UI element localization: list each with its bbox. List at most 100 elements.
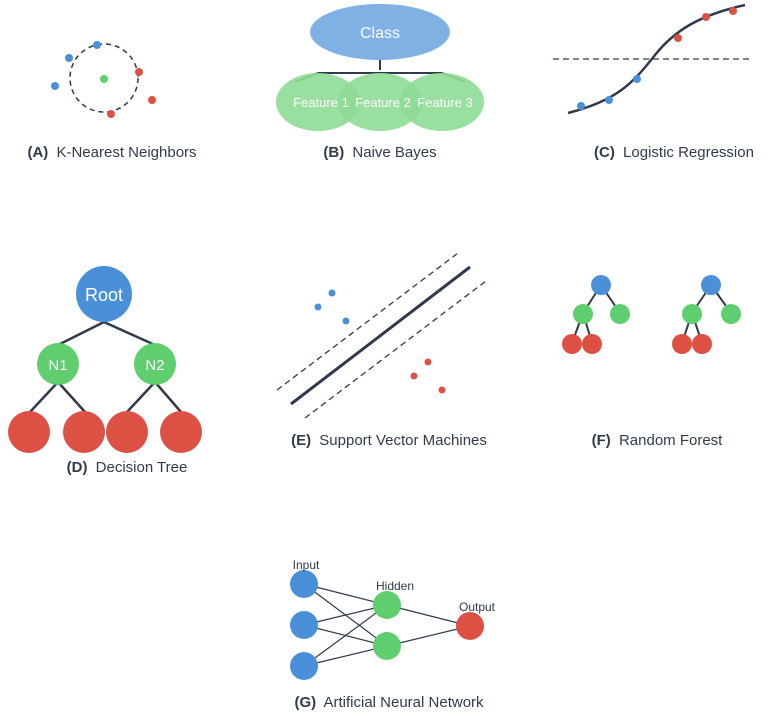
knn-point-blue — [65, 54, 73, 62]
ann-caption-title: Artificial Neural Network — [323, 694, 484, 711]
lr-point-red — [702, 13, 710, 21]
knn-point-blue — [51, 82, 59, 90]
knn-point-red — [135, 68, 143, 76]
dt-root-node — [76, 266, 132, 322]
svm-panel: (E) Support Vector Machines — [276, 252, 487, 449]
ann-hidden-label: Hidden — [376, 579, 414, 593]
decision-tree-panel: Root N1 N2 (D) Decision Tree — [8, 266, 202, 476]
lr-point-blue — [577, 102, 585, 110]
nb-class-node — [310, 4, 450, 60]
svm-hyperplane — [290, 265, 471, 406]
ann-edge — [386, 604, 471, 627]
ann-input-node — [290, 652, 318, 680]
ann-output-label: Output — [459, 600, 496, 614]
rf-caption-letter: (F) — [592, 432, 611, 449]
knn-panel: (A) K-Nearest Neighbors — [27, 41, 197, 161]
svm-margin-line — [276, 252, 459, 391]
logistic-panel: (C) Logistic Regression — [553, 3, 754, 161]
svm-point-blue — [328, 289, 336, 297]
dt-leaf-node — [8, 411, 50, 453]
svm-caption: (E) Support Vector Machines — [291, 432, 487, 449]
dt-caption-title: Decision Tree — [96, 459, 188, 476]
naive-bayes-panel: Class Feature 1 Feature 2 Feature 3 (B) … — [276, 4, 484, 161]
svm-point-red — [410, 372, 418, 380]
dt-edge — [57, 320, 105, 347]
knn-point-red — [107, 110, 115, 118]
rf-inner-node — [573, 304, 593, 324]
dt-leaf-node — [160, 411, 202, 453]
nb-feature-label: Feature 2 — [355, 95, 411, 110]
rf-inner-node — [721, 304, 741, 324]
ann-hidden-node — [373, 632, 401, 660]
knn-point-blue — [93, 41, 101, 49]
knn-query-point — [100, 75, 108, 83]
ann-edge — [303, 583, 388, 606]
svm-caption-letter: (E) — [291, 432, 311, 449]
svm-margin-line — [304, 280, 487, 419]
rf-tree — [562, 275, 630, 354]
ann-input-node — [290, 611, 318, 639]
nb-feature-node — [338, 73, 422, 131]
lr-caption: (C) Logistic Regression — [594, 144, 754, 161]
nb-feature-label: Feature 1 — [293, 95, 349, 110]
lr-point-blue — [633, 75, 641, 83]
rf-inner-node — [610, 304, 630, 324]
lr-caption-letter: (C) — [594, 144, 615, 161]
lr-point-red — [674, 34, 682, 42]
nb-feature-label: Feature 3 — [417, 95, 473, 110]
rf-root-node — [591, 275, 611, 295]
dt-edge — [29, 381, 59, 413]
rf-tree — [672, 275, 741, 354]
dt-n1-label: N1 — [48, 357, 67, 374]
nb-feature-node — [400, 73, 484, 131]
ann-connections — [303, 583, 471, 667]
knn-caption-title: K-Nearest Neighbors — [56, 144, 196, 161]
dt-edge — [57, 381, 86, 413]
ann-caption-letter: (G) — [294, 694, 316, 711]
rf-leaf-node — [582, 334, 602, 354]
random-forest-panel: (F) Random Forest — [562, 275, 741, 449]
rf-leaf-node — [692, 334, 712, 354]
dt-n2-label: N2 — [145, 357, 164, 374]
knn-caption: (A) K-Nearest Neighbors — [27, 144, 196, 161]
svm-point-red — [424, 358, 432, 366]
knn-caption-letter: (A) — [27, 144, 48, 161]
dt-node-n2 — [134, 343, 176, 385]
ann-edge — [303, 645, 388, 667]
ann-hidden-node — [373, 591, 401, 619]
dt-edge — [126, 381, 156, 413]
dt-root-label: Root — [85, 285, 123, 305]
knn-point-red — [148, 96, 156, 104]
rf-leaf-node — [672, 334, 692, 354]
rf-caption-title: Random Forest — [619, 432, 723, 449]
ann-input-label: Input — [293, 558, 320, 572]
lr-caption-title: Logistic Regression — [623, 144, 754, 161]
ann-output-node — [456, 612, 484, 640]
ann-edge — [303, 604, 388, 667]
dt-edge — [103, 320, 156, 347]
nb-caption-letter: (B) — [323, 144, 344, 161]
dt-edge — [154, 381, 182, 413]
svm-caption-title: Support Vector Machines — [319, 432, 487, 449]
lr-point-red — [729, 7, 737, 15]
ann-edge — [386, 625, 471, 647]
nb-caption: (B) Naive Bayes — [323, 144, 436, 161]
rf-caption: (F) Random Forest — [592, 432, 724, 449]
ann-input-node — [290, 570, 318, 598]
svm-point-blue — [342, 317, 350, 325]
rf-inner-node — [682, 304, 702, 324]
ann-caption: (G) Artificial Neural Network — [294, 694, 484, 711]
knn-radius-circle — [69, 43, 139, 113]
nb-class-label: Class — [360, 25, 400, 42]
ann-edge — [303, 604, 388, 626]
nb-caption-title: Naive Bayes — [352, 144, 436, 161]
dt-caption: (D) Decision Tree — [67, 459, 188, 476]
dt-caption-letter: (D) — [67, 459, 88, 476]
svm-point-blue — [314, 303, 322, 311]
rf-leaf-node — [562, 334, 582, 354]
nb-feature-node — [276, 73, 360, 131]
rf-root-node — [701, 275, 721, 295]
dt-leaf-node — [106, 411, 148, 453]
svm-point-red — [438, 386, 446, 394]
